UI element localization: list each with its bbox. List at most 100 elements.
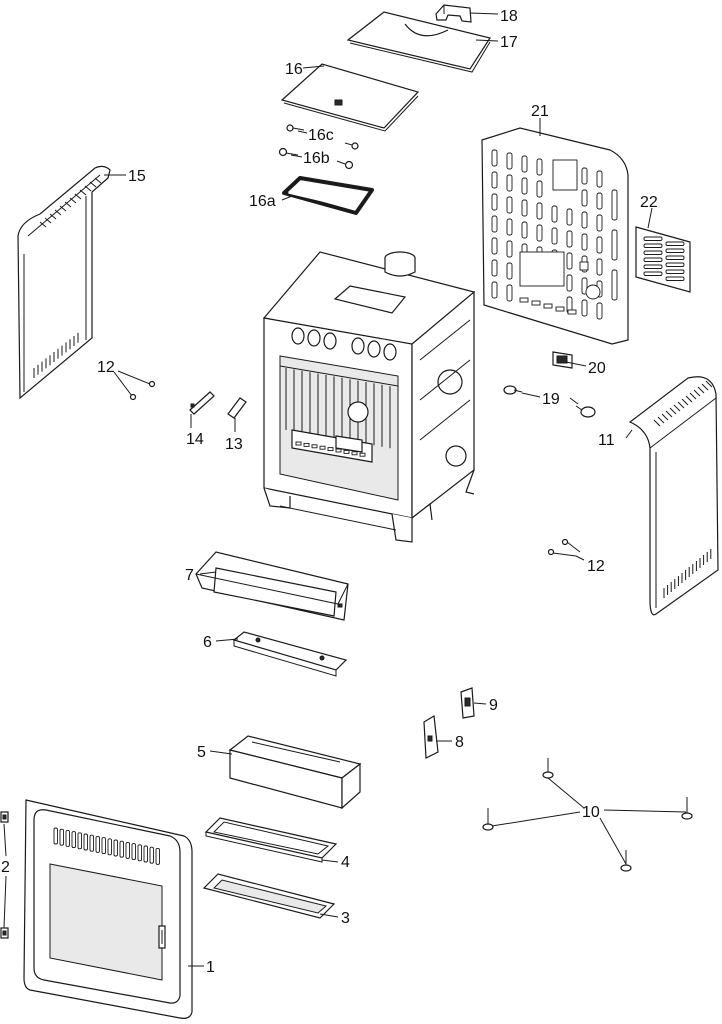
rear-panel-slot [521, 221, 528, 239]
label-part-16b: 16b [303, 150, 330, 167]
label-part-9: 9 [489, 697, 498, 714]
part-16-top-panel [280, 63, 420, 132]
left-panel-louvre [39, 221, 47, 228]
label-part-16a: 16a [249, 193, 276, 210]
rear-panel-slot [566, 274, 573, 292]
door-louvre-slot [125, 841, 130, 859]
door-louvre-slot [107, 838, 112, 856]
label-part-7: 7 [185, 567, 194, 584]
door-louvre-slot [131, 843, 136, 861]
rear-panel-slot [506, 152, 513, 170]
part-13-bracket [227, 397, 247, 419]
rear-panel-slot [596, 170, 603, 188]
rear-panel-slot [567, 309, 577, 315]
louvred-plate-slot [643, 264, 663, 269]
left-panel-louvre [79, 189, 87, 196]
part-10-feet [482, 758, 693, 872]
rear-panel-slot [555, 306, 565, 312]
label-part-10: 10 [582, 804, 600, 821]
rear-panel-slot [611, 229, 618, 261]
rear-panel-slot [566, 230, 573, 248]
right-panel-louvre [701, 383, 709, 391]
part-16a-gasket [282, 176, 374, 215]
louvred-plate-slot [665, 248, 685, 253]
left-panel-louvre [49, 213, 57, 220]
label-part-4: 4 [341, 854, 350, 871]
stove-body-main-frame [262, 251, 476, 543]
part-9-latch [460, 687, 475, 719]
right-panel-louvre [677, 401, 685, 409]
left-panel-louvre [74, 193, 82, 200]
label-part-17: 17 [500, 34, 518, 51]
rear-panel-slot [581, 277, 588, 295]
label-part-16: 16 [285, 61, 303, 78]
right-panel-louvre [665, 410, 673, 418]
door-louvre-slot [83, 833, 88, 851]
label-part-14: 14 [186, 431, 204, 448]
part-21-rear-panel [481, 127, 629, 345]
door-louvre-slot [89, 834, 94, 852]
label-part-15: 15 [128, 168, 146, 185]
rear-panel-slot [536, 224, 543, 242]
top-air-vent [291, 327, 305, 345]
label-part-3: 3 [341, 910, 350, 927]
part-number-labels: 18 17 16 16c 16b 16a 21 22 15 12 12 14 1… [1, 8, 658, 976]
rear-panel-slot [491, 193, 498, 211]
right-panel-louvre [657, 416, 665, 424]
part-19-knobs [503, 385, 596, 418]
rear-panel-slot [581, 233, 588, 251]
door-louvre-slot [113, 839, 118, 857]
door-louvre-slot [155, 847, 160, 865]
rear-panel-slot [506, 240, 513, 258]
label-part-13: 13 [225, 436, 243, 453]
rear-panel-slot [596, 214, 603, 232]
rear-panel-slot [581, 167, 588, 185]
rear-panel-slot [506, 284, 513, 302]
door-louvre-slot [137, 844, 142, 862]
label-part-2: 2 [1, 859, 10, 876]
louvred-plate-slot [665, 241, 685, 246]
rear-panel-slot [581, 189, 588, 207]
rear-panel-slot [491, 281, 498, 299]
rear-panel-slot [506, 174, 513, 192]
part-18-top-bracket [435, 4, 472, 23]
burn-pot-hole [303, 442, 310, 447]
part-6-lip-bar [232, 631, 348, 677]
part-22-louvred-plate [635, 226, 691, 293]
part-12-screws-lower [547, 538, 581, 557]
door-louvre-slot [71, 831, 76, 849]
burn-pot-hole [311, 444, 318, 449]
louvred-plate-slot [665, 276, 685, 281]
label-part-12-lower: 12 [587, 558, 605, 575]
label-part-6: 6 [203, 634, 212, 651]
rear-panel-slot [521, 199, 528, 217]
right-panel-louvre [673, 404, 681, 412]
right-panel-louvre [697, 386, 705, 394]
door-louvre-slot [101, 837, 106, 855]
rear-panel-slot [596, 302, 603, 320]
right-panel-louvre [653, 419, 661, 427]
rear-panel-slot [506, 218, 513, 236]
left-panel-louvre [64, 201, 72, 208]
left-panel-louvre [69, 197, 77, 204]
rear-panel-slot [506, 262, 513, 280]
part-16b-bolt-set [278, 147, 354, 170]
part-20-switch [552, 351, 573, 369]
label-part-1: 1 [206, 959, 215, 976]
rear-panel-slot [596, 192, 603, 210]
part-4-grate-plate [204, 817, 338, 863]
door-louvre-slot [77, 832, 82, 850]
part-5-ash-pan [228, 735, 362, 810]
rear-panel-slot [581, 299, 588, 317]
louvred-plate-slot [643, 243, 663, 248]
left-panel-louvre [54, 209, 62, 216]
rear-panel-slot [521, 155, 528, 173]
label-part-20: 20 [588, 360, 606, 377]
louvred-plate-slot [643, 257, 663, 262]
rear-panel-slot [596, 236, 603, 254]
burn-pot-hole [343, 449, 350, 454]
rear-panel-slot [551, 205, 558, 223]
louvred-plate-slot [643, 236, 663, 241]
part-8-latch-bracket [423, 715, 439, 759]
